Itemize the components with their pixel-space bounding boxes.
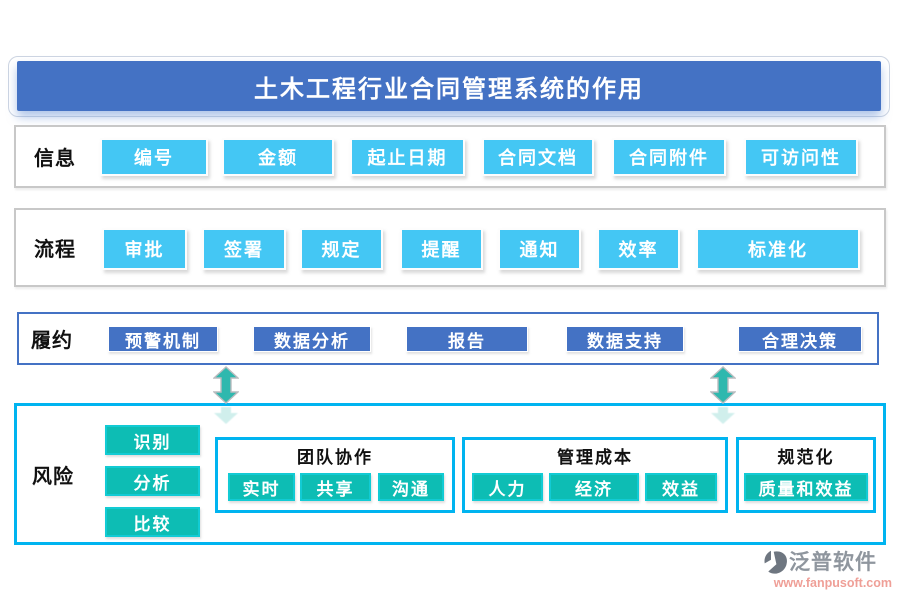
process-row-label: 流程 (34, 239, 76, 261)
info-block: 金额 (222, 138, 334, 176)
performance-block: 合理决策 (738, 326, 862, 352)
process-block: 审批 (102, 228, 187, 270)
updown-arrow-icon (710, 366, 736, 404)
risk-section: 风险 识别 分析 比较 团队协作 实时 共享 沟通 管理成本 人力 经济 效益 … (14, 403, 886, 545)
cost-block: 经济 (549, 473, 639, 501)
title-frame: 土木工程行业合同管理系统的作用 (8, 56, 890, 117)
info-block: 编号 (100, 138, 208, 176)
performance-block: 报告 (406, 326, 528, 352)
arrow-reflection (711, 407, 735, 424)
page-title: 土木工程行业合同管理系统的作用 (17, 61, 881, 111)
standardization-block: 质量和效益 (744, 473, 868, 501)
risk-step-block: 比较 (105, 507, 200, 537)
standardization-group: 规范化 质量和效益 (736, 437, 876, 513)
cost-block: 人力 (472, 473, 543, 501)
performance-row: 履约 预警机制 数据分析 报告 数据支持 合理决策 (17, 312, 879, 365)
arrow-reflection (214, 407, 238, 424)
cost-group: 管理成本 人力 经济 效益 (462, 437, 728, 513)
teamwork-block: 共享 (300, 473, 371, 501)
teamwork-group-title: 团队协作 (297, 448, 373, 467)
performance-block: 数据分析 (253, 326, 371, 352)
cost-block: 效益 (645, 473, 717, 501)
teamwork-block: 实时 (228, 473, 295, 501)
info-row-label: 信息 (34, 148, 76, 170)
info-block: 合同附件 (612, 138, 726, 176)
info-block: 起止日期 (350, 138, 465, 176)
risk-label: 风险 (32, 465, 74, 488)
process-block: 规定 (300, 228, 383, 270)
process-block: 签署 (202, 228, 286, 270)
standardization-group-title: 规范化 (777, 448, 835, 467)
teamwork-group: 团队协作 实时 共享 沟通 (215, 437, 455, 513)
info-block: 可访问性 (744, 138, 858, 176)
info-row: 信息 编号 金额 起止日期 合同文档 合同附件 可访问性 (14, 125, 886, 188)
process-block: 提醒 (400, 228, 483, 270)
process-block: 效率 (597, 228, 680, 270)
watermark-url: www.fanpusoft.com (773, 576, 892, 590)
risk-step-block: 识别 (105, 425, 200, 455)
watermark: 泛普软件 www.fanpusoft.com (762, 549, 892, 590)
process-row: 流程 审批 签署 规定 提醒 通知 效率 标准化 (14, 208, 886, 287)
fanpu-logo-icon (764, 550, 787, 574)
performance-block: 预警机制 (108, 326, 218, 352)
risk-step-block: 分析 (105, 466, 200, 496)
info-block: 合同文档 (482, 138, 594, 176)
cost-group-title: 管理成本 (557, 448, 633, 467)
teamwork-block: 沟通 (378, 473, 444, 501)
performance-block: 数据支持 (566, 326, 684, 352)
watermark-brand: 泛普软件 (789, 551, 877, 574)
performance-row-label: 履约 (31, 330, 73, 352)
process-block: 标准化 (696, 228, 860, 270)
updown-arrow-icon (213, 366, 239, 404)
process-block: 通知 (498, 228, 581, 270)
